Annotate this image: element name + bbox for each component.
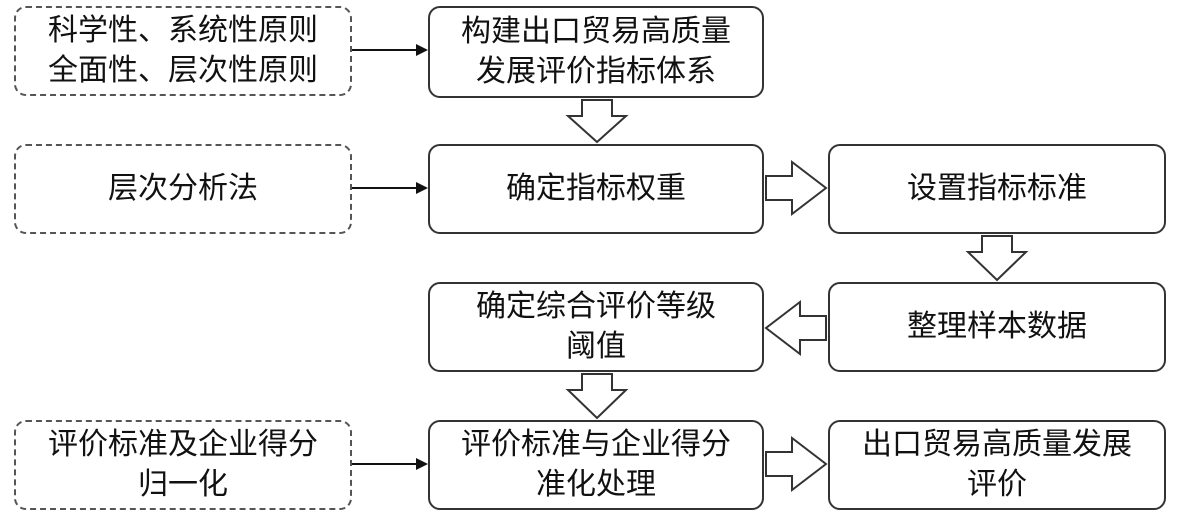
node-final-evaluation-text: 出口贸易高质量发展 评价 xyxy=(862,427,1132,502)
node-set-standards: 设置指标标准 xyxy=(828,144,1166,234)
node-set-standards-text: 设置指标标准 xyxy=(907,171,1087,206)
node-normalize-input-text: 评价标准及企业得分 归一化 xyxy=(48,427,318,502)
block-arrow-down-thresholds-to-process xyxy=(565,373,629,420)
block-arrow-down-index-to-weights xyxy=(565,99,629,144)
node-final-evaluation: 出口贸易高质量发展 评价 xyxy=(828,420,1166,510)
node-normalize-process: 评价标准与企业得分 准化处理 xyxy=(428,420,764,510)
node-ahp-text: 层次分析法 xyxy=(108,171,258,206)
node-determine-weights: 确定指标权重 xyxy=(428,144,764,234)
node-organize-data: 整理样本数据 xyxy=(828,282,1166,372)
block-arrow-down-standards-to-data xyxy=(965,235,1029,282)
node-determine-weights-text: 确定指标权重 xyxy=(506,171,686,206)
node-ahp: 层次分析法 xyxy=(14,144,352,234)
node-build-index-system: 构建出口贸易高质量 发展评价指标体系 xyxy=(428,6,764,98)
node-grade-thresholds: 确定综合评价等级 阈值 xyxy=(428,282,764,372)
node-grade-thresholds-text: 确定综合评价等级 阈值 xyxy=(476,289,716,364)
node-principles: 科学性、系统性原则 全面性、层次性原则 xyxy=(14,6,352,96)
node-normalize-input: 评价标准及企业得分 归一化 xyxy=(14,420,352,510)
node-organize-data-text: 整理样本数据 xyxy=(907,309,1087,344)
node-principles-text: 科学性、系统性原则 全面性、层次性原则 xyxy=(48,13,318,88)
block-arrow-right-process-to-evaluation xyxy=(765,435,828,493)
node-build-index-system-text: 构建出口贸易高质量 发展评价指标体系 xyxy=(461,14,731,89)
node-normalize-process-text: 评价标准与企业得分 准化处理 xyxy=(461,427,731,502)
block-arrow-right-weights-to-standards xyxy=(765,159,828,217)
block-arrow-left-data-to-thresholds xyxy=(764,299,827,357)
